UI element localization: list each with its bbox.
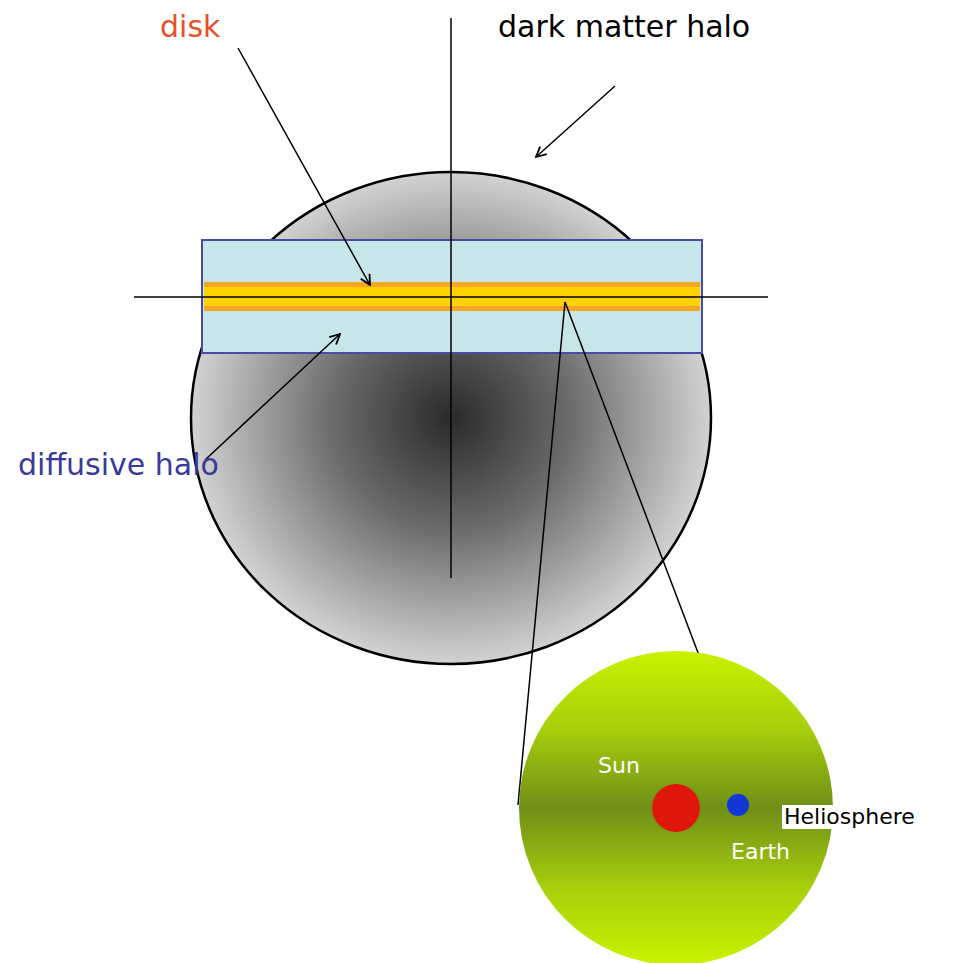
axis	[450, 18, 452, 578]
leader-line	[238, 48, 370, 285]
heliosphere-circle: HeliosphereSunEarth	[519, 651, 833, 963]
node-label: Heliosphere	[782, 805, 917, 829]
node-label: Sun	[598, 754, 640, 778]
region-label: diffusive halo	[18, 448, 219, 481]
sun-circle: Sun	[652, 784, 700, 832]
node-label: Earth	[731, 840, 790, 864]
region-label: disk	[160, 10, 220, 43]
leader-line	[205, 334, 340, 460]
leader-line	[536, 86, 615, 157]
axis	[134, 296, 768, 298]
earth-circle: Earth	[727, 794, 749, 816]
region-label: dark matter halo	[498, 10, 750, 43]
